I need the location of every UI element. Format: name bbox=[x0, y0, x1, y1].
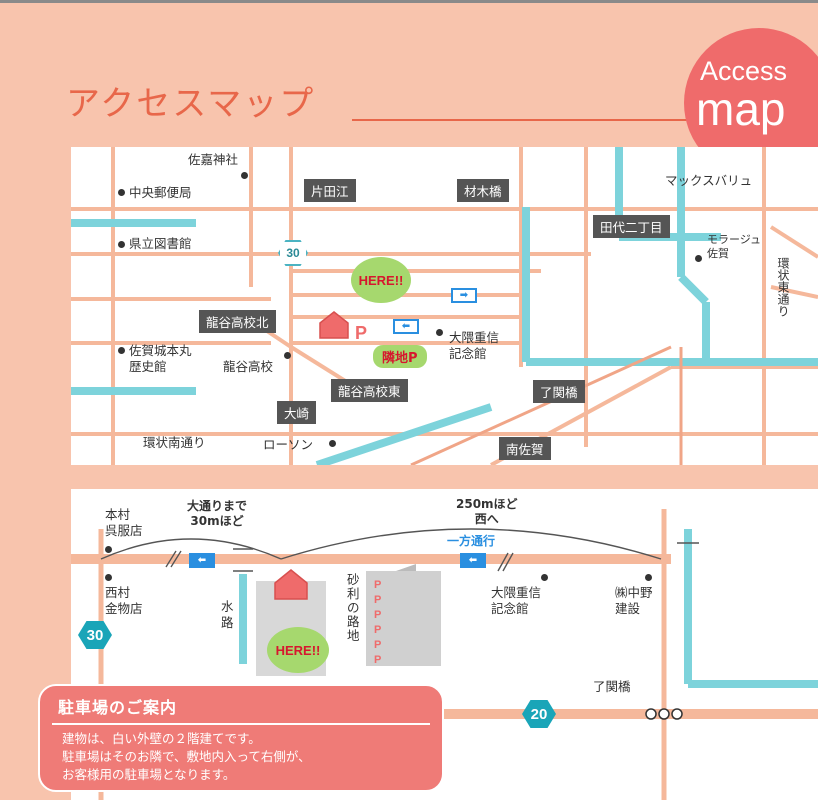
tag-okisaki: 大崎 bbox=[277, 401, 317, 424]
place-moraju: モラージュ 佐賀 bbox=[707, 233, 762, 260]
title-underline bbox=[352, 119, 702, 121]
page-title: アクセスマップ bbox=[66, 84, 316, 124]
oneway-arrow-1: ⬅ bbox=[189, 553, 215, 568]
badge-line1: Access bbox=[700, 56, 788, 86]
parking-marks: P P P P P P bbox=[374, 579, 382, 666]
place-max: マックスバリュ bbox=[665, 173, 753, 188]
route-30-sign-large: 30 bbox=[78, 621, 112, 649]
badge-line2: map bbox=[696, 83, 786, 135]
here-bubble: HERE!! bbox=[351, 257, 411, 303]
place-library: 県立図書館 bbox=[129, 236, 192, 251]
parking-notice: 駐車場のご案内 建物は、白い外壁の２階建てです。 駐車場はそのお隣で、敷地内入っ… bbox=[38, 684, 444, 792]
okuma2-marker bbox=[541, 574, 548, 581]
place-nakano: ㈱中野 建設 bbox=[615, 585, 653, 616]
nishimura-marker bbox=[105, 574, 112, 581]
route-20-sign: 20 bbox=[522, 700, 556, 728]
oneway-arrow-2: ⬅ bbox=[460, 553, 486, 568]
house-icon-2 bbox=[274, 569, 308, 600]
place-nishimura: 西村 金物店 bbox=[105, 585, 143, 616]
place-okuma2: 大隈重信 記念館 bbox=[491, 585, 542, 616]
road-kanjo-south: 環状南通り bbox=[143, 435, 206, 450]
tag-zaimokubashi: 材木橋 bbox=[457, 179, 509, 202]
motomura-marker bbox=[105, 546, 112, 553]
place-sagajinja: 佐嘉神社 bbox=[188, 152, 239, 167]
tag-tashiro: 田代二丁目 bbox=[593, 215, 670, 238]
house-icon bbox=[319, 311, 349, 339]
to-west-label: 250mほど 西へ bbox=[456, 497, 518, 526]
area-map-roads bbox=[71, 147, 818, 465]
oneway-arrow-east: ➡ bbox=[451, 288, 477, 303]
lawson-marker bbox=[329, 440, 336, 447]
tag-ryukoku-north: 龍谷高校北 bbox=[199, 310, 276, 333]
place-castle: 佐賀城本丸 歴史館 bbox=[129, 343, 192, 374]
detail-map: 大通りまで 30mほど 250mほど 西へ 一方通行 ⬅ ⬅ 本村 呉服店 西村… bbox=[71, 489, 818, 800]
tag-katadae: 片田江 bbox=[304, 179, 356, 202]
ryokanbashi2-label: 了関橋 bbox=[593, 679, 631, 694]
place-ryukoku: 龍谷高校 bbox=[223, 359, 274, 374]
gravel-path-label: 砂 利 の 路 地 bbox=[347, 572, 360, 643]
here-bubble-2: HERE!! bbox=[267, 627, 329, 673]
moraju-marker bbox=[695, 255, 702, 262]
oneway-arrow-west: ⬅ bbox=[393, 319, 419, 334]
tag-ryukoku-east: 龍谷高校東 bbox=[331, 379, 408, 402]
road-kanjo-east: 環状東通り bbox=[776, 257, 790, 317]
tag-minamisaga: 南佐賀 bbox=[499, 437, 551, 460]
shrine-marker bbox=[241, 172, 248, 179]
place-motomura: 本村 呉服店 bbox=[105, 507, 143, 538]
parking-notice-title: 駐車場のご案内 bbox=[58, 698, 178, 717]
top-border bbox=[0, 0, 818, 3]
post-office-marker bbox=[118, 189, 125, 196]
parking-icon: P bbox=[355, 323, 368, 343]
waterway-label: 水 路 bbox=[221, 599, 234, 630]
one-way-label: 一方通行 bbox=[447, 534, 496, 548]
library-marker bbox=[118, 241, 125, 248]
okuma-marker bbox=[436, 329, 443, 336]
place-post-office: 中央郵便局 bbox=[129, 185, 192, 200]
to-odori-label: 大通りまで 30mほど bbox=[187, 499, 248, 528]
place-lawson: ローソン bbox=[263, 437, 314, 452]
area-map: 佐嘉神社 中央郵便局 県立図書館 佐賀城本丸 歴史館 龍谷高校 大隈重信 記念館… bbox=[71, 147, 818, 465]
parking-notice-body: 建物は、白い外壁の２階建てです。 駐車場はそのお隣で、敷地内入って右側が、 お客… bbox=[62, 731, 311, 782]
rinchi-parking-badge: 隣地P bbox=[373, 345, 427, 368]
tag-ryokanbashi: 了関橋 bbox=[533, 380, 585, 403]
ryukoku-marker bbox=[284, 352, 291, 359]
castle-marker bbox=[118, 347, 125, 354]
nakano-marker bbox=[645, 574, 652, 581]
notice-divider bbox=[52, 723, 430, 725]
place-okuma: 大隈重信 記念館 bbox=[449, 330, 500, 361]
